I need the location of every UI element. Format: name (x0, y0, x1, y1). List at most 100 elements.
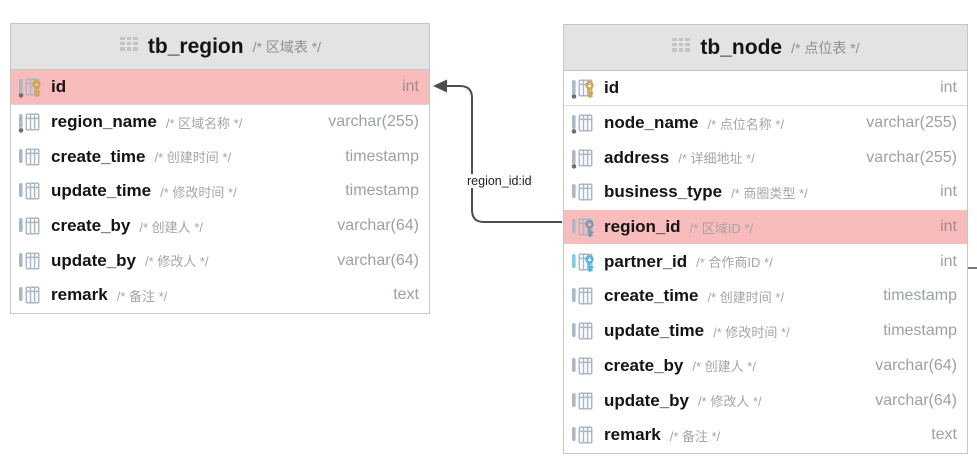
table-comment: /* 区域表 */ (252, 38, 322, 55)
field-name: id (604, 77, 620, 97)
field-type: int (940, 78, 957, 96)
field-row[interactable]: business_type /* 商圈类型 */ int (564, 175, 967, 210)
field-type: varchar(64) (337, 217, 419, 235)
field-comment: /* 区域ID */ (689, 220, 754, 236)
table-header-tb-region[interactable]: tb_region /* 区域表 */ (11, 24, 429, 70)
field-type: text (931, 426, 957, 444)
column-icon (571, 355, 597, 377)
field-name: remark (51, 285, 108, 305)
field-comment: /* 创建时间 */ (154, 150, 232, 166)
column-icon (18, 180, 44, 202)
field-comment: /* 创建时间 */ (707, 289, 785, 305)
field-list: id int (11, 70, 429, 313)
field-row[interactable]: update_by /* 修改人 */ varchar(64) (564, 383, 967, 418)
column-icon (18, 215, 44, 237)
column-icon (18, 111, 44, 133)
field-type: int (940, 183, 957, 201)
field-row[interactable]: remark /* 备注 */ text (564, 417, 967, 453)
field-row[interactable]: remark /* 备注 */ text (11, 278, 429, 313)
field-comment: /* 区域名称 */ (165, 115, 243, 131)
column-icon (571, 251, 597, 273)
field-row[interactable]: address /* 详细地址 */ varchar(255) (564, 140, 967, 176)
field-type: int (940, 218, 957, 236)
field-type: varchar(64) (875, 356, 957, 374)
field-comment: /* 备注 */ (116, 288, 168, 304)
column-icon (571, 181, 597, 203)
field-row[interactable]: update_time /* 修改时间 */ timestamp (564, 313, 967, 349)
column-icon (571, 285, 597, 307)
field-row[interactable]: partner_id /* 合作商ID */ int (564, 244, 967, 280)
field-name: id (51, 76, 67, 96)
field-type: varchar(255) (866, 114, 957, 132)
field-row[interactable]: region_id /* 区域ID */ int (564, 209, 967, 245)
column-icon (571, 320, 597, 342)
table-header-tb-node[interactable]: tb_node /* 点位表 */ (564, 25, 967, 71)
field-type: int (940, 252, 957, 270)
field-name: address (604, 147, 670, 167)
field-name: update_time (604, 321, 705, 341)
field-type: timestamp (345, 182, 419, 200)
field-name: business_type (604, 182, 723, 202)
field-comment: /* 创建人 */ (692, 359, 756, 375)
table-grid-icon (119, 36, 139, 57)
column-icon (18, 76, 44, 98)
field-name: update_time (51, 181, 152, 201)
field-comment: /* 备注 */ (669, 428, 721, 444)
table-card-tb-region[interactable]: tb_region /* 区域表 */ (10, 23, 430, 314)
field-type: timestamp (345, 147, 419, 165)
field-comment: /* 修改时间 */ (713, 324, 790, 340)
field-name: remark (604, 425, 661, 445)
table-name: tb_node (700, 35, 783, 59)
column-icon (18, 146, 44, 168)
field-name: partner_id (604, 251, 688, 271)
field-row[interactable]: create_time /* 创建时间 */ timestamp (564, 279, 967, 314)
field-comment: /* 创建人 */ (139, 219, 203, 235)
field-name: region_name (51, 112, 157, 132)
field-comment: /* 合作商ID */ (696, 255, 773, 271)
field-row[interactable]: update_time /* 修改时间 */ timestamp (11, 174, 429, 209)
field-row[interactable]: create_by /* 创建人 */ varchar(64) (11, 208, 429, 244)
field-name: region_id (604, 217, 681, 237)
field-comment: /* 详细地址 */ (678, 151, 755, 167)
table-comment: /* 点位表 */ (791, 39, 860, 56)
column-icon (571, 112, 597, 134)
column-icon (571, 424, 597, 446)
field-name: create_by (51, 216, 131, 236)
field-row[interactable]: region_name /* 区域名称 */ varchar(255) (11, 104, 429, 140)
field-list: id int (564, 71, 967, 453)
field-type: varchar(64) (337, 251, 419, 269)
column-icon (571, 147, 597, 169)
field-type: varchar(255) (328, 113, 419, 131)
field-comment: /* 修改时间 */ (160, 184, 237, 200)
field-row[interactable]: node_name /* 点位名称 */ varchar(255) (564, 105, 967, 141)
relation-label: region_id:id (465, 174, 534, 188)
field-type: varchar(255) (866, 148, 957, 166)
field-type: timestamp (883, 322, 957, 340)
field-row[interactable]: id int (11, 70, 429, 105)
field-type: varchar(64) (875, 391, 957, 409)
field-row[interactable]: create_by /* 创建人 */ varchar(64) (564, 348, 967, 384)
field-comment: /* 修改人 */ (698, 394, 762, 410)
field-row[interactable]: id int (564, 71, 967, 106)
relation-line[interactable] (447, 85, 562, 223)
column-icon (18, 284, 44, 306)
field-row[interactable]: create_time /* 创建时间 */ timestamp (11, 139, 429, 175)
field-name: create_time (51, 146, 146, 166)
field-type: text (393, 286, 419, 304)
field-comment: /* 修改人 */ (145, 254, 209, 270)
field-name: update_by (604, 390, 690, 410)
field-row[interactable]: update_by /* 修改人 */ varchar(64) (11, 243, 429, 279)
relation-arrowhead-icon (433, 79, 447, 93)
field-comment: /* 商圈类型 */ (731, 185, 808, 201)
table-name: tb_region (147, 34, 244, 58)
field-comment: /* 点位名称 */ (707, 116, 785, 132)
field-name: create_by (604, 355, 684, 375)
field-name: create_time (604, 286, 699, 306)
table-card-tb-node[interactable]: tb_node /* 点位表 */ (563, 24, 968, 454)
column-icon (571, 216, 597, 238)
column-icon (18, 250, 44, 272)
field-name: node_name (604, 113, 699, 133)
field-type: timestamp (883, 287, 957, 305)
field-name: update_by (51, 250, 137, 270)
